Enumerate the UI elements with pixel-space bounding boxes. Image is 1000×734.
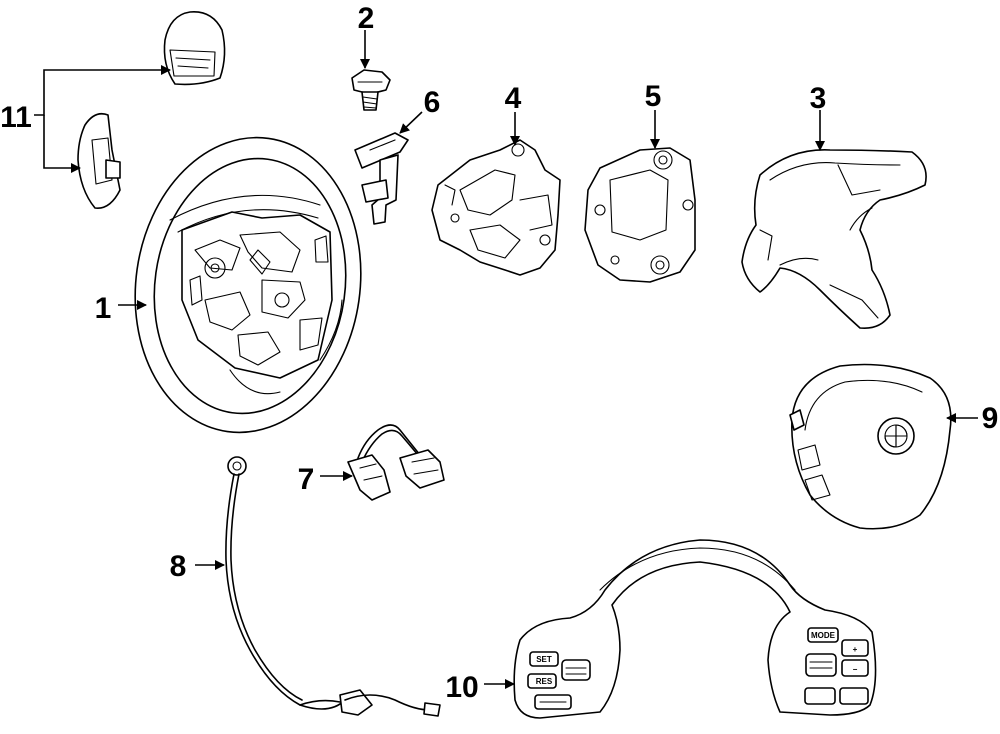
callout-leaders xyxy=(34,30,978,689)
callout-9: 9 xyxy=(982,402,999,435)
callout-4: 4 xyxy=(505,82,522,115)
callout-2: 2 xyxy=(358,2,375,35)
callout-5: 5 xyxy=(645,80,662,113)
button-label-res: RES xyxy=(536,677,553,686)
callout-11: 11 xyxy=(0,101,32,134)
button-label-minus: − xyxy=(853,665,858,674)
callout-8: 8 xyxy=(170,550,187,583)
trim-cover xyxy=(741,149,927,330)
callout-6: 6 xyxy=(424,86,441,119)
paddle-shifters xyxy=(77,11,226,209)
callout-10: 10 xyxy=(445,671,478,704)
connector-clip xyxy=(354,132,409,225)
callout-3: 3 xyxy=(810,82,827,115)
callout-1: 1 xyxy=(95,292,112,325)
button-label-mode: MODE xyxy=(811,631,836,640)
control-module xyxy=(584,147,696,283)
wiring-harness xyxy=(347,424,445,501)
callout-7: 7 xyxy=(298,463,315,496)
button-label-plus: + xyxy=(853,645,858,654)
steering-wheel xyxy=(134,136,362,434)
airbag-module xyxy=(789,363,952,530)
callout-labels: 1 2 3 4 5 6 7 8 9 10 11 xyxy=(0,2,998,704)
wheel-bracket xyxy=(431,139,561,276)
bolt xyxy=(351,69,391,111)
ground-lead xyxy=(225,456,441,717)
multifunction-switch: RES SET MODE + − xyxy=(513,539,877,719)
button-label-set: SET xyxy=(536,655,552,664)
